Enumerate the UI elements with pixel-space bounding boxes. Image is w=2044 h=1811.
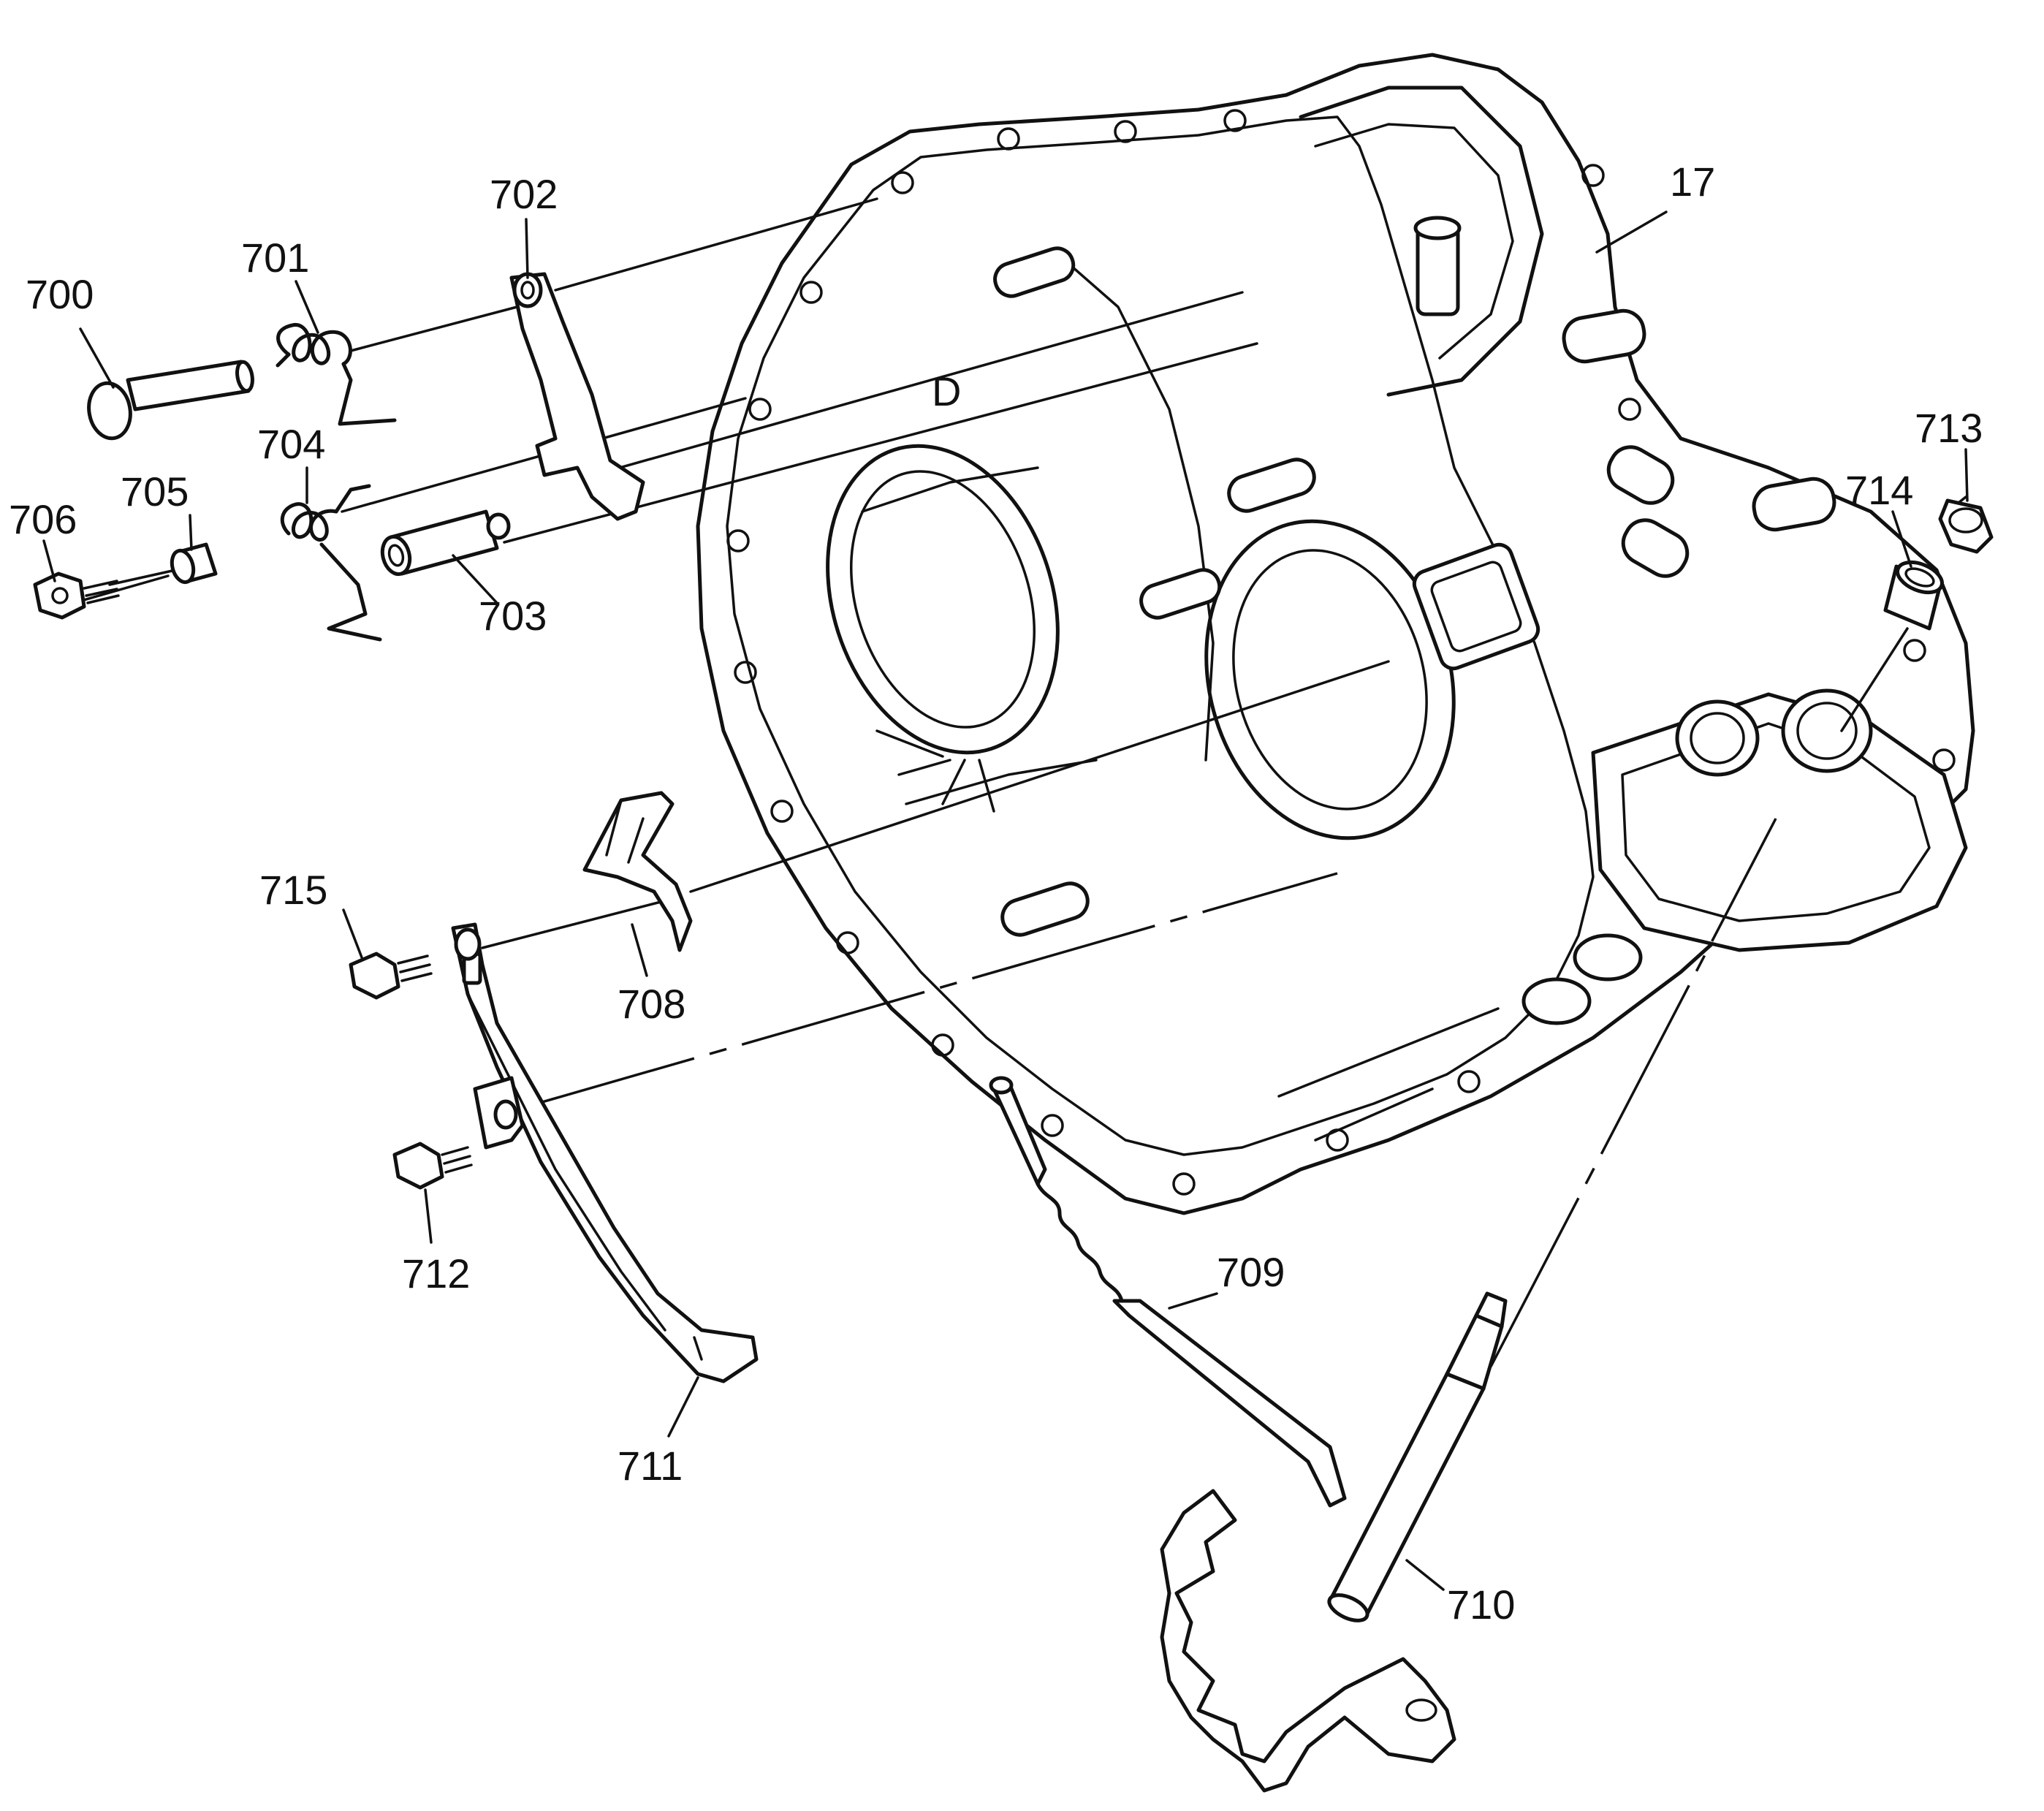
callout-703: 703 — [479, 593, 547, 639]
part-702-lever — [509, 272, 645, 521]
callout-715: 715 — [259, 867, 327, 913]
part-700-pin — [87, 360, 254, 441]
part-713-cap — [1938, 498, 1994, 554]
callout-700: 700 — [26, 271, 94, 317]
part-706-bolt — [33, 572, 120, 620]
part-711-lever — [451, 922, 759, 1383]
callout-702: 702 — [490, 171, 558, 217]
callout-712: 712 — [402, 1250, 470, 1296]
part-714-bushing — [1883, 560, 1944, 631]
part-712-bolt — [392, 1142, 473, 1190]
leader-lines — [42, 210, 1969, 1591]
callout-705: 705 — [121, 468, 189, 515]
part-704-spring — [280, 484, 382, 642]
part-703-sleeve — [380, 509, 511, 577]
callout-709: 709 — [1217, 1249, 1285, 1295]
callout-714: 714 — [1845, 467, 1913, 513]
part-715-bolt — [349, 952, 433, 1000]
callout-17: 17 — [1670, 159, 1715, 205]
callout-713: 713 — [1915, 405, 1983, 451]
callout-711: 711 — [618, 1443, 683, 1489]
callout-708: 708 — [618, 981, 685, 1027]
part-708-clip — [582, 791, 693, 952]
transmission-case: D — [696, 53, 1975, 1215]
callout-706: 706 — [9, 496, 77, 542]
part-701-spring — [276, 323, 397, 426]
part-705-bushing — [170, 542, 218, 585]
part-710-shaft-lever — [1160, 1291, 1508, 1793]
callout-labels: 17 700 701 702 703 704 705 706 708 709 7… — [9, 159, 1983, 1628]
part-709-rod — [989, 1076, 1347, 1508]
callout-704: 704 — [257, 421, 325, 467]
callout-710: 710 — [1447, 1582, 1515, 1628]
callout-701: 701 — [241, 235, 309, 281]
